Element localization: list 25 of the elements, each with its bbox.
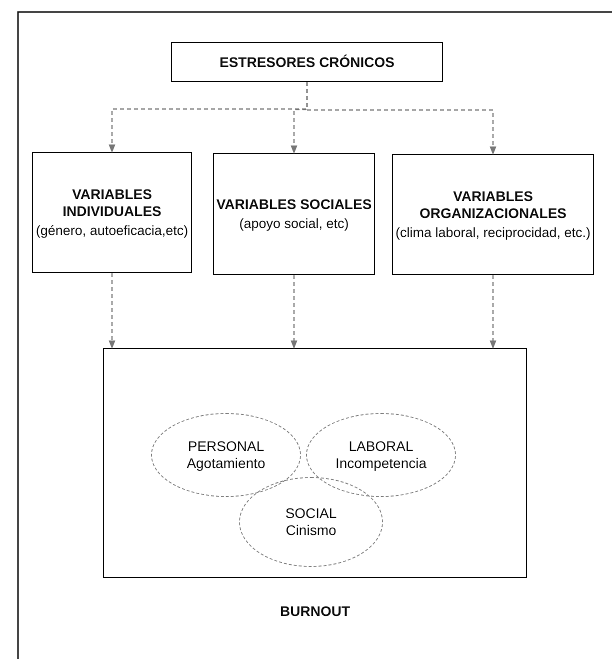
dimension-ellipse [239, 477, 383, 567]
box-body: (género, autoeficacia,etc) [36, 222, 188, 239]
box-heading: BURNOUT [279, 603, 351, 620]
factor-box [392, 154, 594, 275]
arrow [108, 273, 116, 349]
arrow [290, 275, 298, 349]
factor-box [32, 152, 192, 273]
box-heading: LABORAL [348, 438, 414, 455]
dimension-ellipse [151, 413, 301, 497]
box-heading: PERSONAL [188, 438, 264, 455]
factor-box [171, 42, 443, 82]
arrow [306, 82, 496, 155]
box-heading: SOCIAL [285, 505, 337, 522]
box-heading: VARIABLES ORGANIZACIONALES [418, 188, 568, 222]
dimension-ellipse [306, 413, 456, 497]
box-heading: VARIABLES INDIVIDUALES [62, 186, 162, 220]
box-body: Incompetencia [335, 455, 427, 472]
factor-box [213, 153, 375, 275]
box-heading: VARIABLES SOCIALES [216, 196, 372, 213]
box-body: (clima laboral, reciprocidad, etc.) [395, 224, 591, 241]
box-body: (apoyo social, etc) [239, 215, 349, 232]
arrow [490, 275, 496, 349]
box-heading: ESTRESORES CRÓNICOS [219, 54, 395, 70]
box-body: Cinismo [286, 522, 336, 539]
box-body: Agotamiento [186, 455, 266, 472]
